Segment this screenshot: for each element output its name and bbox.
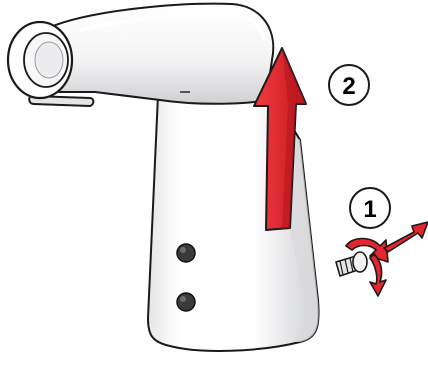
step-1-number: 1 (363, 196, 376, 223)
sensor-glint-upper (180, 247, 186, 253)
sensor-window-upper (177, 244, 195, 262)
sensor-window-lower (177, 293, 195, 311)
step-2-number: 2 (342, 73, 355, 100)
faucet-spout (8, 4, 273, 106)
rotate-and-remove-screw-icon (336, 222, 428, 296)
step-1-badge: 1 (350, 188, 390, 228)
sensor-glint-lower (180, 296, 186, 302)
step-2-badge: 2 (329, 65, 369, 105)
